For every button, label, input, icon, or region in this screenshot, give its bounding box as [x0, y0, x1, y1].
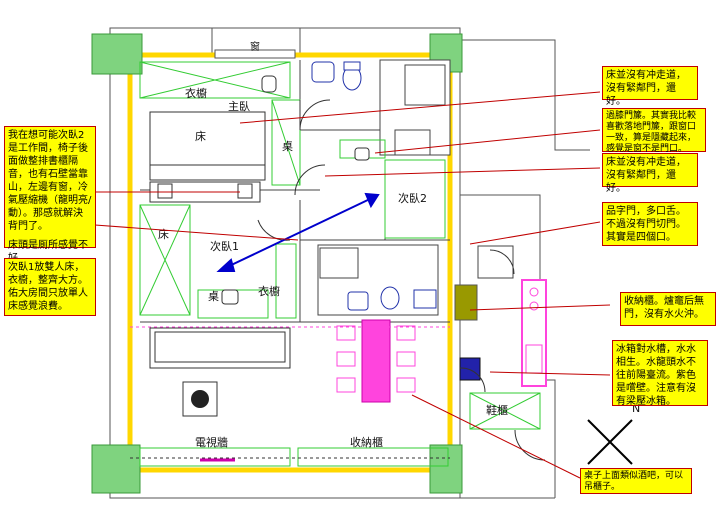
annotation-arrows [94, 91, 611, 479]
label-storage-cabinet: 收納櫃 [350, 435, 383, 449]
note-right-6: 冰箱對水槽，水水相生。水龍頭水不往前陽臺流。紫色是嚐壁。注意有沒有梁壓冰箱。 [612, 340, 708, 407]
label-bedroom1: 次臥1 [210, 239, 239, 253]
label-bed-room1: 床 [158, 227, 169, 241]
note-left-text: 我在想可能次臥2是工作間，椅子後面做整排書櫃隔音，也有石壁當靠山，左邊有窗，冷氣… [8, 130, 92, 232]
diagonal-arrow [216, 192, 380, 272]
note-right-1: 床並沒有冲走道，沒有緊鄰門，還好。 [602, 66, 698, 107]
doors [257, 99, 546, 461]
north-label: N [632, 402, 640, 415]
kitchen [454, 245, 547, 430]
label-shoe-cabinet: 鞋櫃 [486, 403, 508, 417]
bedroom1-furniture [139, 204, 297, 319]
master-bedroom-furniture [139, 61, 301, 203]
label-bed-master: 床 [195, 129, 206, 143]
master-bath-fixtures [311, 61, 362, 91]
label-bedroom2: 次臥2 [398, 191, 427, 205]
label-desk-master: 桌 [282, 140, 293, 153]
label-master-bedroom: 主臥 [228, 100, 250, 113]
outer-walls [109, 27, 590, 499]
center-bath [317, 244, 439, 316]
window-label: 窗 [250, 40, 260, 53]
label-wardrobe-master: 衣櫥 [185, 86, 207, 100]
label-wardrobe-room1: 衣櫥 [258, 284, 280, 298]
living-area [139, 319, 449, 467]
note-right-3: 床並沒有冲走道，沒有緊鄰門，還好。 [602, 153, 698, 194]
note-right-2: 過膝門簾。其實我比較喜歡落地門簾，跟窗口一致，算是隱藏起來，感覺是窗不是門口。 [602, 108, 706, 154]
label-tv-wall: 電視牆 [195, 435, 228, 449]
north-symbol: N [587, 402, 640, 465]
note-left-3: 次臥1放雙人床，衣櫥，整齊大方。佑大房間只放單人床感覺浪費。 [4, 258, 96, 316]
note-left: 我在想可能次臥2是工作間，椅子後面做整排書櫃隔音，也有石壁當靠山，左邊有窗，冷氣… [4, 126, 96, 264]
note-right-4: 品字門，多口舌。不過沒有門切門。其實是四個口。 [602, 202, 698, 246]
top-window: 窗 [214, 40, 296, 59]
bedroom2-furniture [339, 139, 446, 239]
label-desk-room1: 桌 [208, 290, 219, 303]
note-right-7: 桌子上面類似酒吧，可以吊櫃子。 [580, 468, 692, 494]
note-right-5: 收納櫃。爐竈后無門，沒有水火沖。 [620, 292, 716, 326]
